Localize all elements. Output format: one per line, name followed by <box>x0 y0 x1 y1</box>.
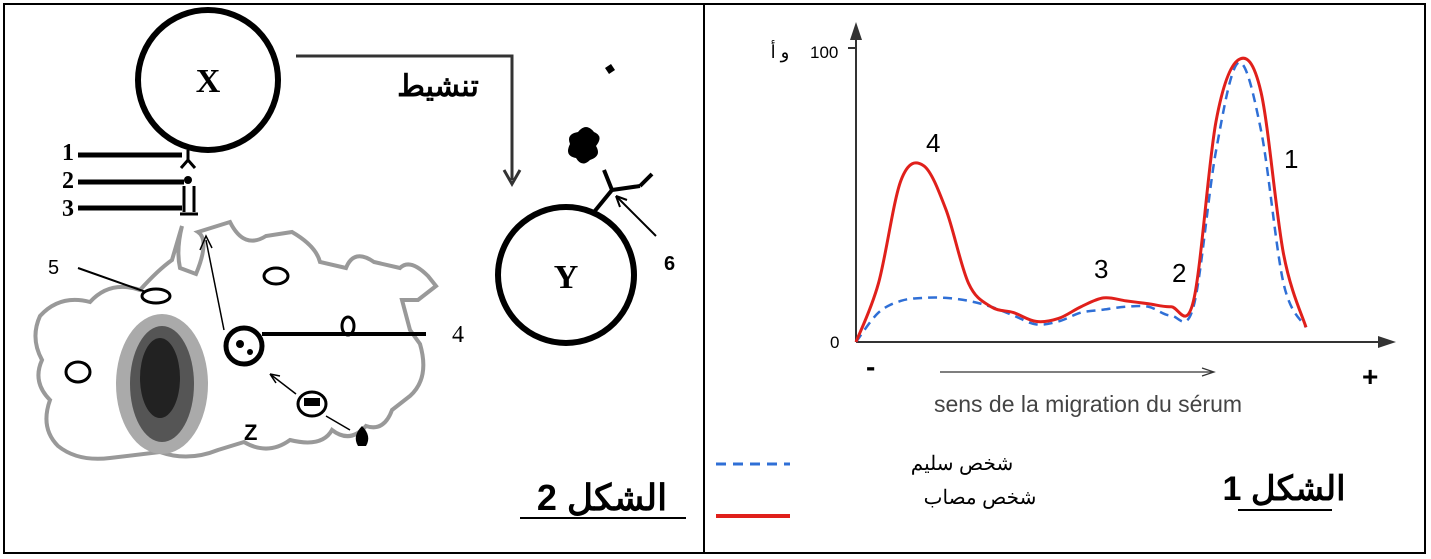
plus-sign: + <box>1362 361 1378 392</box>
legend-sick-label: شخص مصاب <box>924 487 1037 509</box>
minus-sign: - <box>866 351 875 382</box>
cell-x <box>135 7 281 153</box>
y-tick-100: 100 <box>810 43 838 62</box>
frame <box>3 3 1426 554</box>
label-5: 5 <box>48 257 59 279</box>
label-2: 2 <box>62 168 74 194</box>
peak-label-1: 1 <box>1284 144 1298 174</box>
y-axis-label: و أ <box>771 40 790 63</box>
legend: شخص سليم شخص مصاب <box>716 453 1037 518</box>
peak-label-2: 2 <box>1172 258 1186 288</box>
migration-label: sens de la migration du sérum <box>934 391 1242 417</box>
label-6: 6 <box>664 253 675 275</box>
label-1: 1 <box>62 140 74 166</box>
label-4: 4 <box>452 322 464 348</box>
series-healthy-line <box>854 61 1308 343</box>
immune-diagram: X 1 2 3 تنشيط Y 6 <box>33 7 686 519</box>
peak-label-3: 3 <box>1094 254 1108 284</box>
figure-2-label: الشكل 2 <box>537 477 667 518</box>
activation-arrow <box>296 54 514 180</box>
cell-z-label: Z <box>244 420 257 445</box>
cell-x-label: X <box>196 63 221 100</box>
figure-1-label: الشكل 1 <box>1222 470 1345 508</box>
series-sick-line <box>854 56 1308 343</box>
cell-y <box>495 204 637 346</box>
electrophoresis-chart: و أ 100 0 - + sens de la migration du sé… <box>716 22 1396 518</box>
legend-healthy-label: شخص سليم <box>911 453 1013 475</box>
antigen-receptor-complex <box>568 64 654 214</box>
peak-label-4: 4 <box>926 128 940 158</box>
activation-label: تنشيط <box>397 70 479 103</box>
y-tick-0: 0 <box>830 333 839 352</box>
cell-y-label: Y <box>554 259 579 296</box>
label-3: 3 <box>62 196 74 222</box>
